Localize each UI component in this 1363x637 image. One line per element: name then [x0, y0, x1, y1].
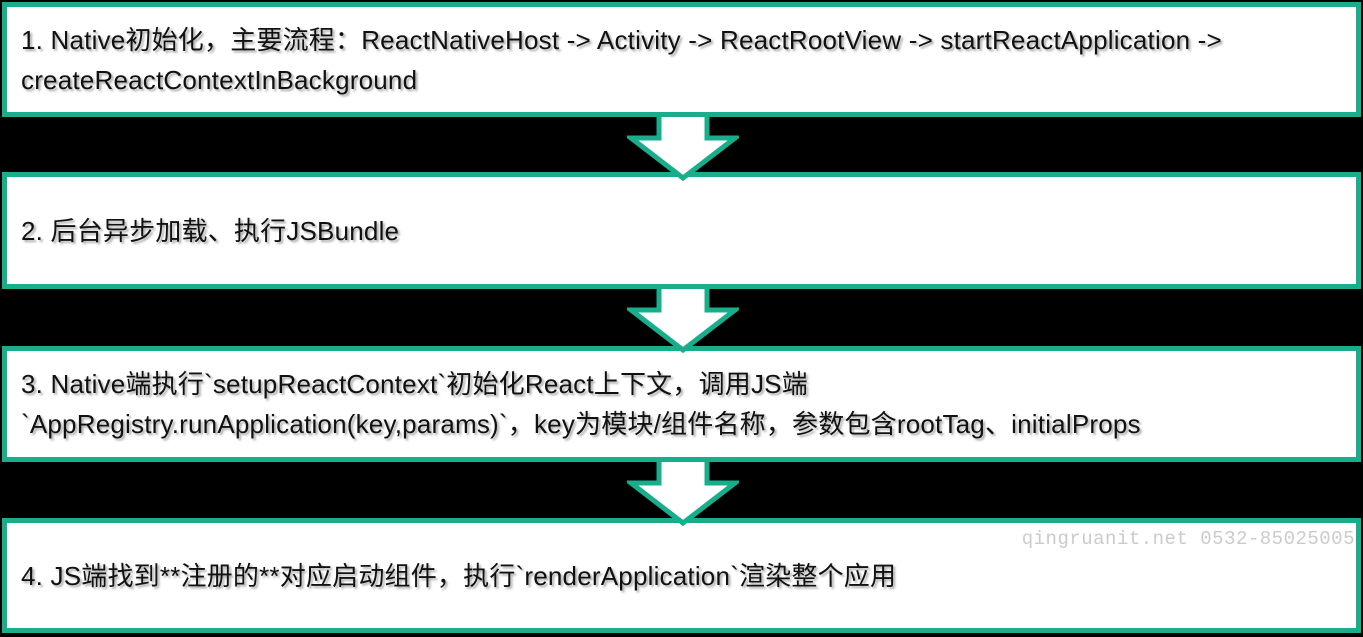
- step-4-text: 4. JS端找到**注册的**对应启动组件，执行`renderApplicati…: [21, 560, 897, 591]
- step-box-4: 4. JS端找到**注册的**对应启动组件，执行`renderApplicati…: [2, 518, 1361, 633]
- step-box-2: 2. 后台异步加载、执行JSBundle: [2, 172, 1361, 289]
- step-box-3: 3. Native端执行`setupReactContext`初始化React上…: [2, 346, 1361, 462]
- step-box-1: 1. Native初始化，主要流程：ReactNativeHost -> Act…: [2, 2, 1361, 117]
- step-2-text: 2. 后台异步加载、执行JSBundle: [21, 215, 400, 246]
- arrow-down-icon: [627, 115, 739, 181]
- arrow-down-icon: [627, 460, 739, 526]
- step-3-text: 3. Native端执行`setupReactContext`初始化React上…: [21, 369, 1141, 439]
- watermark-text: qingruanit.net 0532-85025005: [1021, 528, 1355, 550]
- step-1-text: 1. Native初始化，主要流程：ReactNativeHost -> Act…: [21, 24, 1222, 95]
- arrow-down-icon: [627, 287, 739, 353]
